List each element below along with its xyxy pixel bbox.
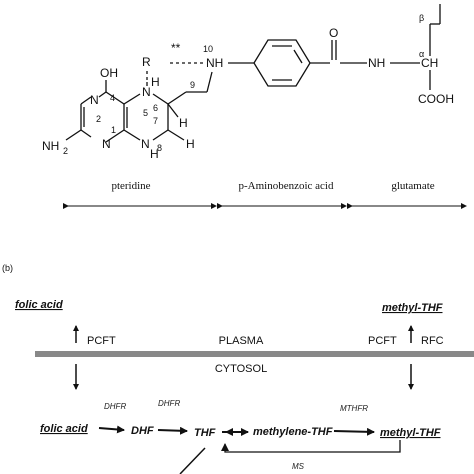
atom-r: R [142, 55, 151, 69]
pos-10: 10 [203, 44, 213, 54]
atom-cooh: COOH [418, 92, 454, 106]
pos-6: 6 [153, 103, 158, 113]
atom-amide-nh: NH [368, 56, 385, 70]
structure-labels: OH N N NH 2 R N H NH N H H H O NH CH COO… [42, 13, 454, 161]
pos-8: 8 [157, 143, 162, 153]
segment-glutamate: glutamate [391, 180, 434, 192]
pos-2: 2 [96, 114, 101, 124]
pos-9: 9 [190, 80, 195, 90]
atom-n5: N [142, 85, 151, 99]
metabolite-methyl-thf: methyl-THF [380, 427, 441, 439]
atom-oh: OH [100, 66, 118, 80]
atom-h7: H [186, 137, 195, 151]
metabolite-methylene-thf: methylene-THF [253, 426, 333, 438]
atom-alpha-ch: CH [421, 56, 438, 70]
methyl-thf-plasma: methyl-THF [382, 302, 443, 314]
metabolite-thf: THF [194, 427, 216, 439]
enzyme-mthfr: MTHFR [340, 404, 368, 413]
pos-alpha: α [419, 49, 424, 59]
atom-n8: N [141, 137, 150, 151]
segment-paba: p-Aminobenzoic acid [239, 180, 334, 192]
metabolite-folic-acid: folic acid [40, 423, 88, 435]
metabolite-dhf: DHF [131, 425, 154, 437]
panel-b-label: (b) [2, 263, 13, 273]
panel-b: (b) folic acid methyl-THF PLASMA CYTOSOL… [2, 263, 474, 474]
stars-marker: ** [171, 41, 181, 55]
atom-h8: H [150, 147, 159, 161]
pcft-left-label: PCFT [87, 335, 116, 347]
atom-n1: N [102, 137, 111, 151]
atom-h6: H [179, 116, 188, 130]
pos-5: 5 [143, 108, 148, 118]
atom-h5: H [151, 75, 160, 89]
atom-nh2: NH [42, 139, 59, 153]
atom-carbonyl-o: O [329, 26, 338, 40]
pos-7: 7 [153, 116, 158, 126]
pos-1: 1 [111, 125, 116, 135]
atom-n3: N [90, 93, 99, 107]
enzyme-dhfr-2: DHFR [158, 399, 180, 408]
enzyme-ms: MS [292, 462, 305, 471]
rfc-label: RFC [421, 335, 444, 347]
membrane [35, 351, 474, 357]
plasma-label: PLASMA [219, 335, 264, 347]
cytosol-label: CYTOSOL [215, 363, 267, 375]
enzyme-dhfr-1: DHFR [104, 402, 126, 411]
atom-nh10: NH [206, 56, 223, 70]
pos-4: 4 [110, 93, 115, 103]
pos-beta: β [419, 13, 424, 23]
folic-acid-plasma: folic acid [15, 299, 63, 311]
folate-structure [65, 4, 441, 143]
segment-pteridine: pteridine [111, 180, 150, 192]
atom-nh2-sub: 2 [63, 146, 68, 156]
segment-labels: pteridine p-Aminobenzoic acid glutamate [63, 180, 467, 209]
pcft-right-label: PCFT [368, 335, 397, 347]
